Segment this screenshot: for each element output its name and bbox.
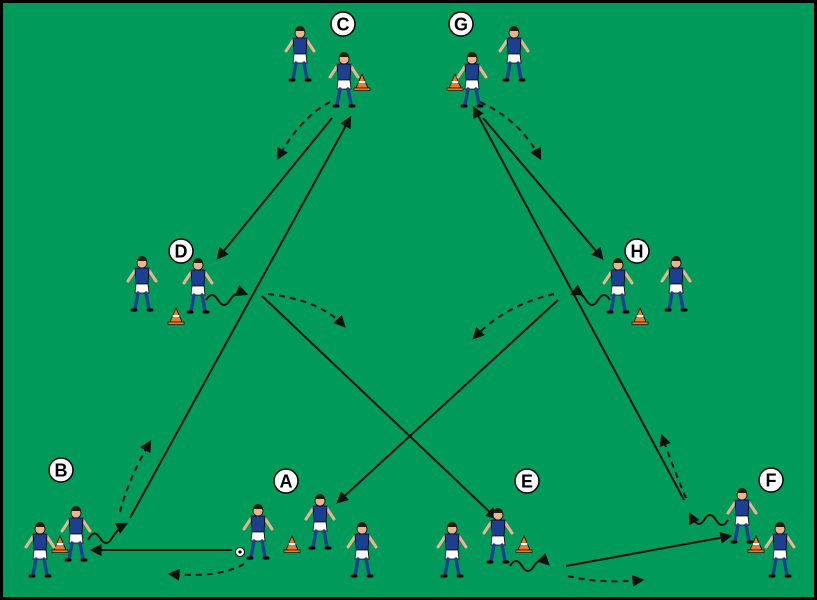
station-label-f: F [758,467,784,493]
station-label-h: H [624,238,650,264]
svg-text:H: H [631,242,644,262]
station-label-g: G [448,11,474,37]
station-label-b: B [48,457,74,483]
run-arrows [119,101,687,587]
station-label-a: A [273,468,299,494]
station-label-c: C [330,11,356,37]
pass-arrows [89,105,733,567]
dribble-arrows [87,284,729,572]
svg-text:C: C [337,15,350,35]
ball [235,547,245,557]
svg-text:G: G [454,15,468,35]
svg-text:E: E [521,472,533,492]
station-label-e: E [514,468,540,494]
svg-text:F: F [766,471,777,491]
station-label-d: D [168,238,194,264]
station-labels: C G D H B A E F [48,11,784,494]
svg-text:A: A [280,472,293,492]
svg-text:D: D [175,242,188,262]
svg-text:B: B [55,461,68,481]
